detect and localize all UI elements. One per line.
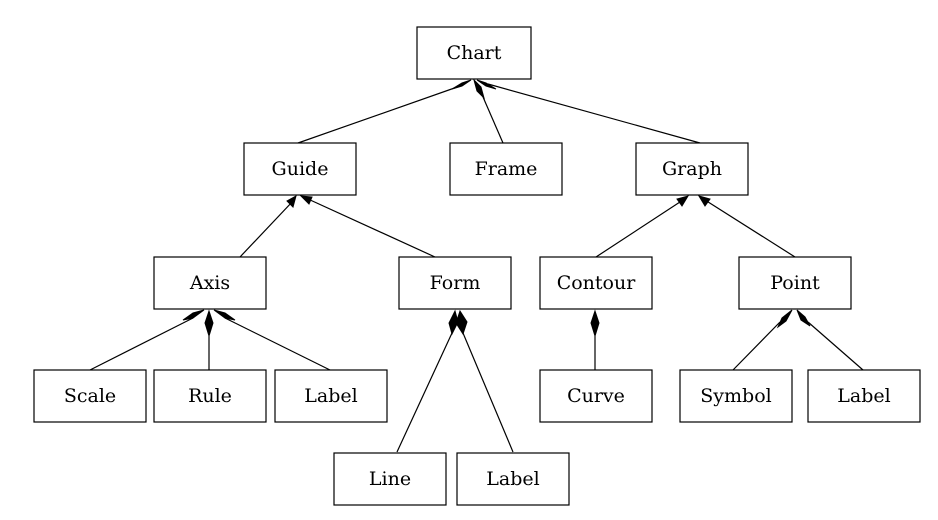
diamond-axis-scale — [182, 309, 205, 321]
node-chart-label: Chart — [447, 42, 502, 64]
node-guide-label: Guide — [272, 158, 329, 180]
node-curve: Curve — [539, 369, 653, 423]
node-symbol: Symbol — [679, 369, 793, 423]
edge-contour-to-graph — [595, 195, 690, 258]
arrow-axis-guide — [286, 194, 297, 208]
node-line: Line — [333, 452, 447, 506]
node-graph: Graph — [635, 142, 749, 196]
node-guide: Guide — [243, 142, 357, 196]
edge-pointlabel-to-point — [807, 321, 864, 371]
edge-label-to-axis — [224, 317, 331, 371]
point-composition-diamonds — [776, 309, 811, 329]
node-form-label-class: Label — [456, 452, 570, 506]
node-axis-label: Axis — [189, 272, 230, 294]
diamond-contour-curve — [590, 309, 600, 338]
edge-frame-to-chart — [482, 96, 504, 144]
diamond-chart-frame — [473, 78, 485, 100]
node-point: Point — [738, 256, 852, 310]
node-form-label: Form — [430, 272, 481, 294]
diamond-axis-label — [213, 309, 236, 321]
node-curve-label: Curve — [567, 385, 625, 407]
diamond-chart-graph — [476, 79, 497, 90]
diamond-point-label — [796, 309, 811, 327]
node-point-label: Point — [770, 272, 820, 294]
node-rule: Rule — [153, 369, 267, 423]
diamond-form-line — [448, 309, 459, 336]
arrow-point-graph — [697, 195, 711, 207]
edge-point-to-graph — [697, 195, 796, 258]
edge-scale-to-axis — [89, 317, 194, 371]
node-axis-label-class: Label — [274, 369, 388, 423]
edge-curve-to-contour — [590, 309, 600, 370]
node-symbol-label: Symbol — [700, 385, 771, 407]
node-frame-label: Frame — [475, 158, 538, 180]
form-composition-diamonds — [448, 309, 468, 336]
node-contour: Contour — [539, 256, 653, 310]
edge-formlabel-to-form — [462, 332, 514, 453]
node-graph-label: Graph — [662, 158, 722, 180]
edge-line-to-form — [396, 332, 453, 453]
node-form-label-class-label: Label — [486, 468, 539, 490]
node-line-label: Line — [369, 468, 411, 490]
node-contour-label: Contour — [557, 272, 637, 294]
diamond-point-symbol — [776, 309, 793, 329]
node-scale: Scale — [33, 369, 147, 423]
node-axis: Axis — [153, 256, 267, 310]
diamond-axis-rule — [204, 309, 214, 338]
diamond-form-label — [455, 309, 468, 336]
edge-form-to-guide — [299, 195, 436, 258]
node-form: Form — [398, 256, 512, 310]
node-frame: Frame — [449, 142, 563, 196]
edge-guide-to-chart — [297, 84, 464, 144]
arrow-contour-graph — [676, 195, 690, 207]
node-point-label-class: Label — [807, 369, 921, 423]
node-chart: Chart — [416, 26, 532, 80]
node-point-label-class-label: Label — [837, 385, 890, 407]
diamond-chart-guide — [451, 79, 472, 90]
node-rule-label: Rule — [188, 385, 232, 407]
axis-composition-diamonds — [182, 309, 236, 338]
chart-composition-diamonds — [451, 78, 497, 100]
arrow-form-guide — [299, 195, 313, 205]
node-axis-label-class-label: Label — [304, 385, 357, 407]
edge-graph-to-chart — [487, 83, 701, 144]
edge-axis-to-guide — [239, 194, 297, 258]
edge-symbol-to-point — [732, 321, 781, 371]
node-scale-label: Scale — [64, 385, 116, 407]
